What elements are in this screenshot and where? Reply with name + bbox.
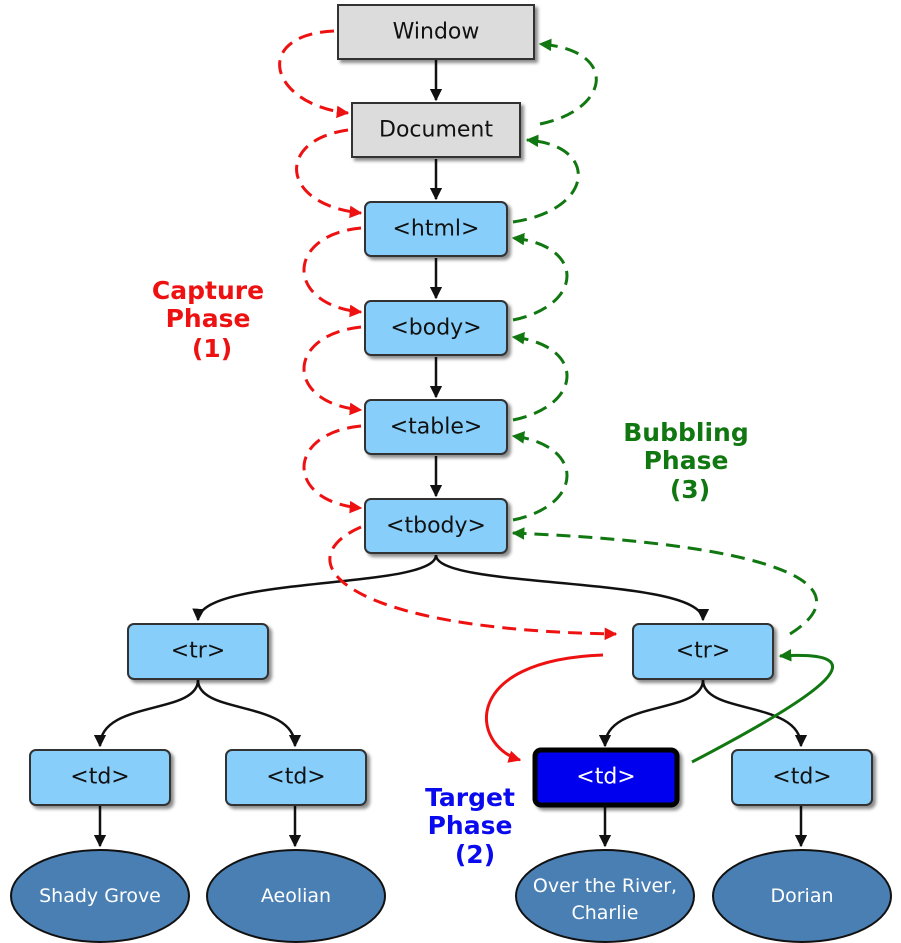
node-tr-left: <tr> <box>127 623 269 680</box>
edge-trright-td4 <box>701 679 808 748</box>
node-body: <body> <box>364 300 508 356</box>
leaf-1: Shady Grove <box>10 849 190 943</box>
target-phase-label: Target Phase (2) <box>425 783 515 869</box>
node-td-target: <td> <box>532 747 680 808</box>
node-document-label: Document <box>379 118 493 143</box>
capture-phase-line1: Capture <box>152 276 264 305</box>
bubble-arrow-table-body <box>511 332 569 422</box>
bubbling-phase-line2: Phase <box>644 446 729 475</box>
capture-arrow-body-table <box>302 325 363 416</box>
leaf-2-label: Aeolian <box>261 885 331 907</box>
node-tbody-label: <tbody> <box>386 514 486 539</box>
edge-trleft-td1 <box>93 679 200 748</box>
node-td-target-label: <td> <box>576 765 635 790</box>
target-phase-line1: Target <box>425 783 515 812</box>
target-phase-line2: Phase <box>428 811 513 840</box>
bubble-arrow-tr-tbody <box>511 527 818 636</box>
leaf-3-label-line1: Over the River, <box>533 875 677 897</box>
node-table: <table> <box>364 399 508 455</box>
node-tr-right-label: <tr> <box>676 639 731 664</box>
capture-arrow-tbody-tr <box>328 525 618 641</box>
target-phase-line3: (2) <box>455 840 495 869</box>
capture-arrows <box>278 29 618 641</box>
node-td-4-label: <td> <box>772 765 831 790</box>
bubble-arrow-document-window <box>538 38 598 126</box>
tree-edges <box>93 60 808 848</box>
node-table-label: <table> <box>390 415 483 440</box>
leaf-4-label: Dorian <box>770 885 833 907</box>
node-html: <html> <box>364 201 508 257</box>
bubbling-arrows <box>511 38 818 636</box>
node-td-1-label: <td> <box>70 765 129 790</box>
node-html-label: <html> <box>393 217 480 242</box>
node-window-label: Window <box>393 20 480 45</box>
bubble-arrow-target-tr <box>691 649 834 764</box>
leaf-1-label: Shady Grove <box>39 885 161 907</box>
target-arrow <box>484 653 604 763</box>
node-td-4: <td> <box>731 749 873 806</box>
bubble-arrow-body-html <box>511 232 569 322</box>
node-td-1: <td> <box>29 749 171 806</box>
leaf-4: Dorian <box>712 849 892 943</box>
node-tr-left-label: <tr> <box>171 639 226 664</box>
node-td-2: <td> <box>225 749 367 806</box>
bubble-arrow-html-document <box>512 134 580 224</box>
node-tbody: <tbody> <box>364 498 508 554</box>
bubbling-phase-line3: (3) <box>670 475 710 504</box>
leaf-2: Aeolian <box>206 849 386 943</box>
capture-phase-line3: (1) <box>192 334 232 363</box>
node-tr-right: <tr> <box>632 623 774 680</box>
edge-tbody-tr-right <box>434 554 710 622</box>
capture-phase-label: Capture Phase (1) <box>152 276 264 363</box>
node-body-label: <body> <box>390 316 481 341</box>
leaf-3: Over the River, Charlie <box>515 849 695 943</box>
node-window: Window <box>337 4 535 60</box>
capture-arrow-window-document <box>278 29 350 119</box>
capture-phase-line2: Phase <box>166 304 251 333</box>
bubbling-phase-label: Bubbling Phase (3) <box>623 418 748 504</box>
node-td-2-label: <td> <box>266 765 325 790</box>
node-document: Document <box>351 102 521 158</box>
edge-tbody-tr-left <box>192 554 438 622</box>
capture-arrow-table-tbody <box>302 424 363 514</box>
edge-trleft-td2 <box>196 679 302 748</box>
bubbling-phase-line1: Bubbling <box>623 418 748 447</box>
leaf-3-label-line2: Charlie <box>571 902 638 924</box>
capture-arrow-document-html <box>295 128 363 219</box>
edge-trright-tdtarget <box>598 679 705 748</box>
bubble-arrow-tbody-table <box>511 431 569 522</box>
capture-arrow-html-body <box>302 226 363 318</box>
